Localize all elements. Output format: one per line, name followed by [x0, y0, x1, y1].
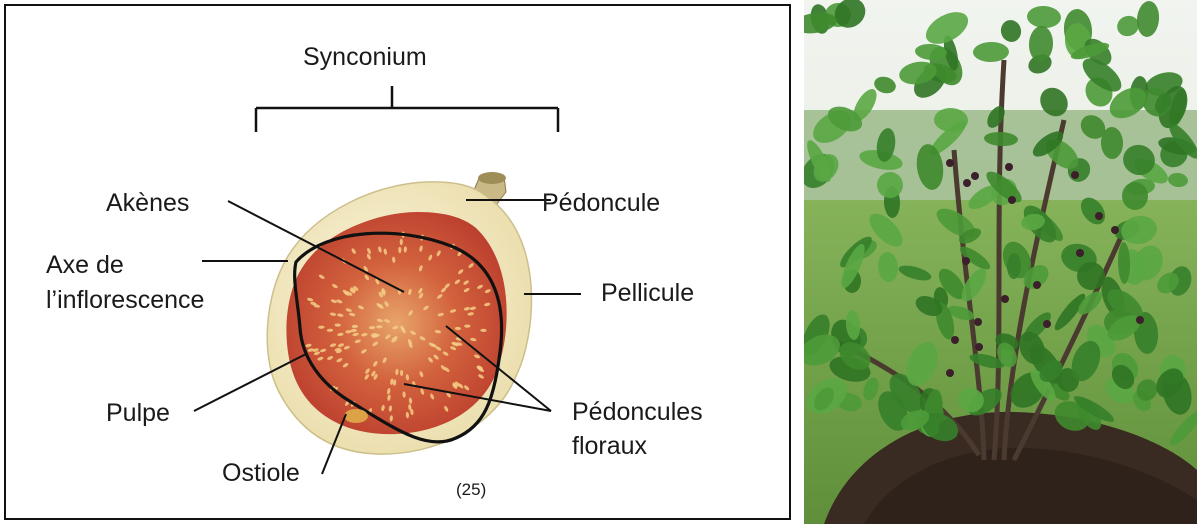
synconium-bracket: [256, 86, 558, 132]
fig-fruit: [1001, 295, 1009, 303]
fig-diagram-panel: Synconium Akènes Axe de l’inflorescence …: [4, 4, 791, 520]
fig-fruit: [1008, 196, 1016, 204]
synconium-title: Synconium: [303, 43, 427, 72]
fig-fruit: [963, 179, 971, 187]
fig-fruit: [946, 159, 954, 167]
label-axe-line2: l’inflorescence: [46, 286, 204, 315]
fig-fruit: [1005, 163, 1013, 171]
figure-number: (25): [456, 480, 486, 500]
akene-seed: [464, 325, 470, 328]
fig-tree-photo: [804, 0, 1197, 524]
label-pedoncules-line1: Pédoncules: [572, 398, 703, 427]
label-pellicule: Pellicule: [601, 279, 694, 308]
label-pedoncule: Pédoncule: [542, 189, 660, 218]
fig-fruit: [1095, 212, 1103, 220]
fig-tree-illustration: [804, 0, 1197, 524]
label-pulpe: Pulpe: [106, 399, 170, 428]
fig-fruit: [1136, 316, 1144, 324]
fig-fruit: [1076, 249, 1084, 257]
fig-fruit: [962, 257, 970, 265]
label-pedoncules-line2: floraux: [572, 432, 647, 461]
fig-fruit: [1043, 320, 1051, 328]
fig-fruit: [971, 172, 979, 180]
fig-fruit: [946, 369, 954, 377]
ostiole-mark: [344, 409, 368, 423]
fig-fruit: [1111, 226, 1119, 234]
label-akenes: Akènes: [106, 189, 189, 218]
fig-fruit: [975, 343, 983, 351]
fig-fruit: [974, 318, 982, 326]
akene-seed: [400, 239, 403, 245]
label-axe-line1: Axe de: [46, 251, 124, 280]
label-ostiole: Ostiole: [222, 459, 300, 488]
fig-fruit: [1033, 281, 1041, 289]
fig-fruit: [1071, 171, 1079, 179]
fig-fruit: [951, 336, 959, 344]
